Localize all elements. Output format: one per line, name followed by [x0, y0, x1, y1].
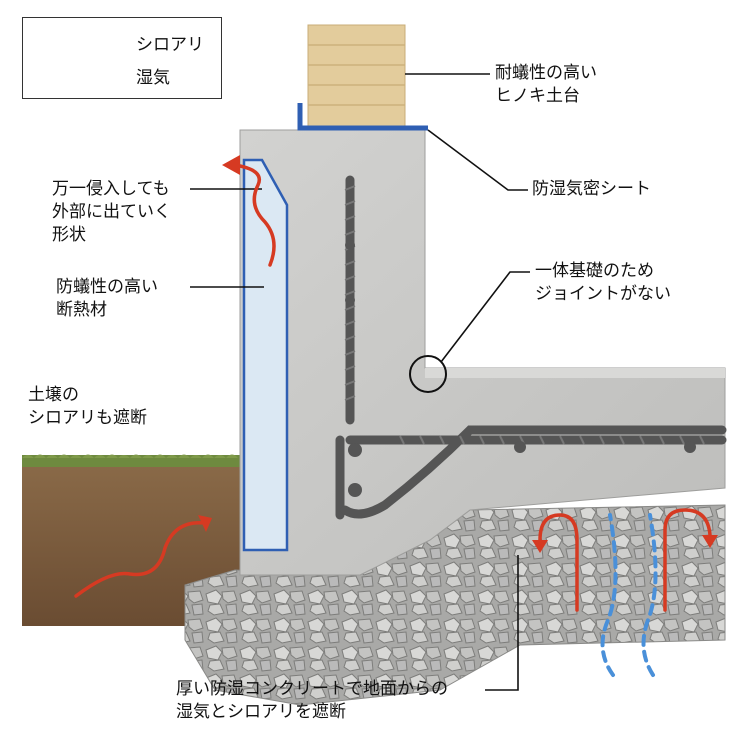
joint-label: 一体基礎のため ジョイントがない	[535, 261, 671, 304]
airtight-sheet	[297, 103, 428, 131]
termite-path-arrow	[74, 163, 712, 612]
leader-lines	[190, 73, 530, 691]
airtight-sheet-label: 防湿気密シート	[532, 179, 651, 199]
sill-label: 耐蟻性の高い ヒノキ土台	[495, 63, 597, 106]
moisture-dashed-line	[600, 513, 658, 677]
insulation-panel	[242, 158, 289, 552]
rebar-cage	[335, 175, 727, 520]
concrete-foundation	[239, 129, 726, 576]
escape-shape-label: 万一侵入しても 外部に出ていく 形状	[52, 179, 171, 245]
slab-label: 厚い防湿コンクリートで地面からの 湿気とシロアリを遮断	[176, 679, 448, 722]
legend-termite-label: シロアリ	[136, 35, 204, 55]
insulation-label: 防蟻性の高い 断熱材	[56, 277, 158, 320]
legend	[22, 17, 222, 99]
wooden-sill	[307, 24, 406, 129]
highlight-circle	[409, 355, 447, 393]
legend-moisture-label: 湿気	[136, 68, 170, 88]
soil-label: 土壌の シロアリも遮断	[28, 385, 147, 428]
